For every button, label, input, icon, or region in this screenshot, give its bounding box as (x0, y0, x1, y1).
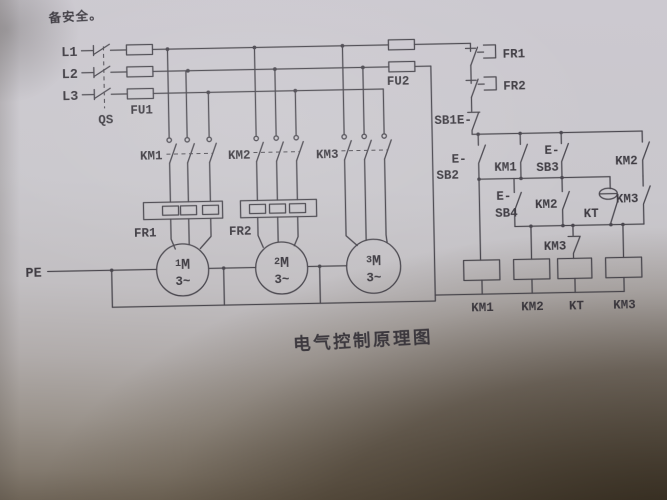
qs-switch: QS (80, 43, 128, 127)
label-sb1: SB1 (434, 114, 457, 128)
motor-1-letter: M (181, 257, 190, 274)
label-fr2-contact: FR2 (503, 79, 526, 93)
label-fu1: FU1 (130, 103, 153, 117)
fuse-box (125, 43, 154, 56)
coil-km1: KM1 (462, 259, 501, 315)
fuse-box (388, 60, 416, 73)
diagram-title: 电气控制原理图 (293, 327, 434, 356)
sb4-start-button: E- SB4 (495, 177, 522, 228)
motor-3-num: 3 (366, 255, 372, 266)
fu1-fuses: FU1 (125, 43, 155, 118)
fr1-thermal-relay: FR1 (134, 200, 224, 250)
pe-ground-wiring: PE (25, 264, 436, 308)
coil-km3: KM3 (604, 256, 643, 313)
motor-3-phase: 3~ (366, 271, 381, 285)
km3-main-contacts: KM3 (316, 45, 392, 162)
fr1-nc-contact: FR1 (464, 42, 525, 66)
label-km3-main: KM3 (316, 148, 339, 162)
km1-coil-feeder (478, 178, 482, 261)
svg-text:1M: 1M (175, 257, 190, 274)
label-qs: QS (98, 113, 114, 127)
motor-1: 1M 3~ (156, 243, 210, 297)
label-fu2: FU2 (387, 75, 410, 89)
label-km3-interlock: KM3 (544, 240, 567, 254)
coil-feeders (530, 223, 625, 260)
sb4-actuator-symbol: E- (496, 190, 511, 204)
fu2-fuses: FU2 (387, 38, 416, 89)
motor-2-num: 2 (274, 257, 280, 268)
km3-interlock-nc-contact: KM3 (544, 224, 581, 260)
phase-buses (151, 42, 472, 95)
label-km2-aux: KM2 (535, 198, 558, 212)
label-fr2: FR2 (229, 225, 252, 239)
coil-kt: KT (556, 257, 593, 313)
label-km1-aux: KM1 (494, 160, 517, 174)
control-buses (471, 130, 645, 229)
phase-labels: L1 L2 L3 (61, 46, 78, 105)
label-sb2: SB2 (436, 169, 459, 183)
label-coil-km2: KM2 (521, 300, 544, 314)
svg-text:3M: 3M (366, 253, 381, 270)
label-sb3: SB3 (536, 161, 559, 175)
fuse-box (126, 65, 154, 78)
motor-1-num: 1 (175, 259, 181, 270)
label-pe: PE (25, 267, 41, 282)
sb3-start-button: E- SB3 (536, 131, 569, 179)
fuse-box (387, 38, 416, 51)
label-km3-aux: KM3 (616, 192, 639, 206)
km1-selfhold-contact: KM1 (494, 132, 528, 180)
motor-1-phase: 3~ (175, 275, 190, 289)
motor-2-phase: 3~ (274, 273, 289, 287)
label-coil-km3: KM3 (613, 298, 636, 312)
motor-2-letter: M (280, 255, 289, 272)
sb3-actuator-symbol: E- (544, 144, 559, 158)
kt-delay-contact: KT (584, 176, 619, 226)
km2-aux-contact-right: KM2 (615, 130, 650, 177)
label-l2: L2 (62, 68, 78, 83)
label-l3: L3 (62, 90, 78, 105)
page-top-text: 备安全。 (47, 7, 103, 25)
sb2-start-button: E- SB2 (436, 133, 487, 183)
label-km1-main: KM1 (140, 149, 163, 163)
fuse-box (126, 87, 155, 100)
motor-3-letter: M (372, 253, 381, 270)
label-fr1-contact: FR1 (502, 47, 525, 61)
label-l1: L1 (61, 46, 77, 61)
sb2-actuator-symbol: E- (451, 152, 466, 166)
qs-linkage-dashes (102, 46, 106, 109)
km1-main-contacts: KM1 (140, 48, 217, 203)
label-coil-kt: KT (569, 299, 585, 313)
km3-selfhold-contact: KM3 (616, 175, 651, 225)
svg-text:2M: 2M (274, 255, 289, 272)
fr2-thermal-relay: FR2 (229, 158, 388, 249)
label-fr1: FR1 (134, 226, 157, 240)
motor-3: 3M 3~ (346, 238, 402, 294)
label-coil-km1: KM1 (471, 301, 494, 315)
label-km2-aux-right: KM2 (615, 154, 638, 168)
sb1-stop-button: SB1 E- (434, 96, 481, 135)
label-sb4: SB4 (495, 206, 518, 220)
km2-main-contacts: KM2 (228, 46, 304, 202)
km2-selfhold-contact: KM2 (535, 176, 570, 227)
coil-km2: KM2 (512, 258, 551, 314)
sb1-actuator-symbol: E- (457, 113, 472, 127)
label-kt-contact: KT (584, 207, 600, 221)
control-return-rail (430, 65, 625, 296)
motor-2: 2M 3~ (255, 241, 309, 295)
fr2-nc-contact: FR2 (465, 64, 526, 98)
label-km2-main: KM2 (228, 149, 251, 163)
